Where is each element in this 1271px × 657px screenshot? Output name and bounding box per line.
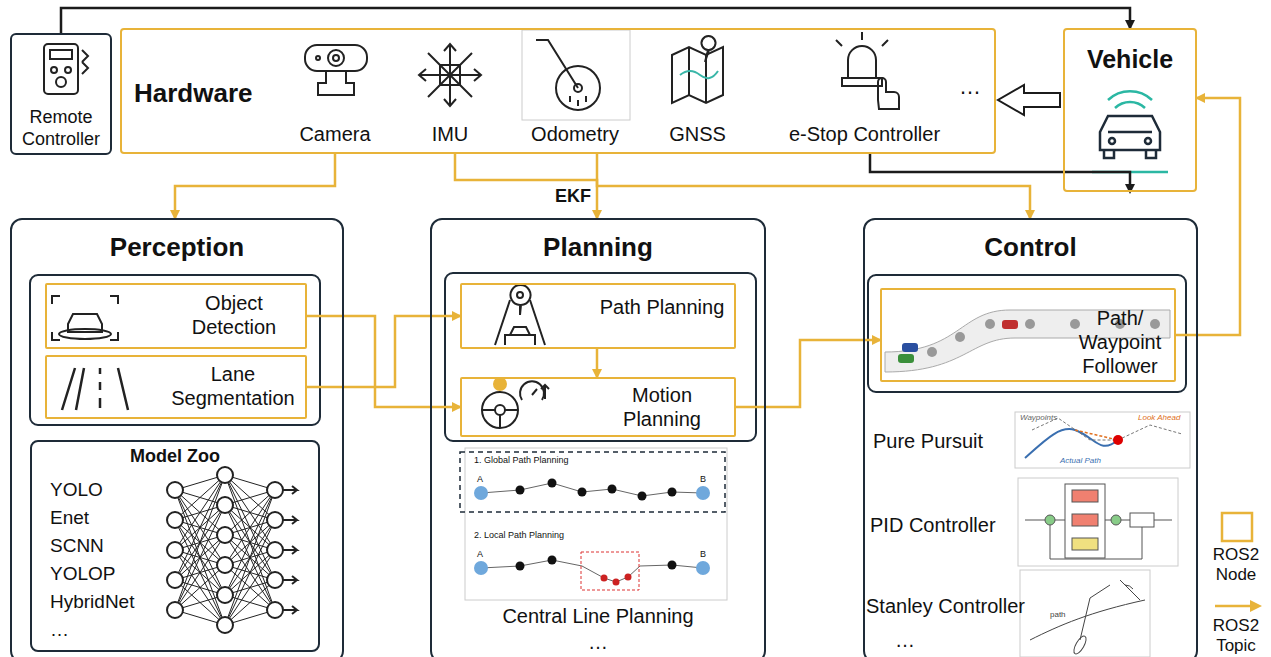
- connector: [870, 154, 1130, 192]
- label: Odometry: [520, 122, 630, 146]
- connector: [1176, 98, 1240, 335]
- legend-topic-head: [1250, 600, 1262, 612]
- node-text: YOLO Enet SCNN YOLOP HybridNet …: [50, 476, 142, 644]
- connector: [596, 349, 599, 377]
- connector: [736, 340, 880, 407]
- node-title: Lane Segmentation: [161, 362, 305, 410]
- process-box: Motion Planning: [460, 377, 736, 437]
- connector: [307, 316, 460, 387]
- label: Look Ahead: [1138, 413, 1188, 423]
- connector: [597, 154, 1030, 218]
- process-box: Lane Segmentation: [45, 355, 307, 419]
- label: A: [470, 474, 490, 485]
- process-box: Path/ Waypoint Follower: [880, 288, 1176, 382]
- node-title: Planning: [432, 232, 764, 263]
- label: 2. Local Path Planning: [474, 530, 614, 541]
- legend-topic-sample: [1215, 605, 1254, 608]
- node-title: Remote Controller: [12, 107, 110, 150]
- remote-box: Remote Controller: [10, 33, 112, 155]
- connector: [998, 85, 1060, 115]
- node-title: Motion Planning: [592, 383, 732, 431]
- node-title: Path Planning: [592, 295, 732, 319]
- node-title: Object Detection: [165, 291, 303, 339]
- planning-panel: PlanningCentral Line Planning… Path Plann…: [430, 218, 766, 657]
- node-title: Path/ Waypoint Follower: [1068, 306, 1172, 378]
- edge-label: EKF: [547, 186, 591, 208]
- label: path: [1050, 610, 1080, 620]
- label: GNSS: [650, 122, 745, 146]
- label: …: [950, 74, 990, 100]
- node-title: Model Zoo: [32, 446, 318, 468]
- perception-panel: PerceptionObject DetectionLane Segmentat…: [10, 218, 344, 657]
- label: e-Stop Controller: [772, 122, 957, 146]
- label: PID Controller: [870, 513, 1015, 537]
- legend-text: ROS2 Topic: [1205, 616, 1267, 657]
- node-title: Perception: [12, 232, 342, 263]
- label: Camera: [285, 122, 385, 146]
- label: B: [693, 549, 713, 560]
- label: 1. Global Path Planning: [474, 455, 614, 466]
- label: A: [470, 549, 490, 560]
- connector: [455, 154, 597, 218]
- connector: [307, 316, 460, 407]
- node-title: Hardware: [134, 78, 284, 109]
- legend-node-sample: [1222, 513, 1252, 541]
- connector: [175, 154, 335, 218]
- process-box: Object Detection: [45, 283, 307, 349]
- node-title: Control: [865, 232, 1196, 263]
- label: Stanley Controller: [866, 594, 1026, 618]
- model-zoo-box: Model ZooYOLO Enet SCNN YOLOP HybridNet …: [30, 440, 320, 652]
- label: …: [895, 628, 935, 652]
- label: Waypoints: [1020, 413, 1075, 423]
- process-box: Path Planning: [460, 283, 736, 349]
- label: Actual Path: [1060, 456, 1110, 466]
- label: B: [693, 474, 713, 485]
- node-text: Central Line Planning: [432, 604, 764, 628]
- node-title: Vehicle: [1065, 44, 1195, 74]
- label: Pure Pursuit: [873, 429, 1008, 453]
- label: IMU: [400, 122, 500, 146]
- legend-text: ROS2 Node: [1205, 545, 1267, 586]
- node-text: …: [432, 630, 764, 654]
- vehicle-box: Vehicle: [1063, 28, 1197, 192]
